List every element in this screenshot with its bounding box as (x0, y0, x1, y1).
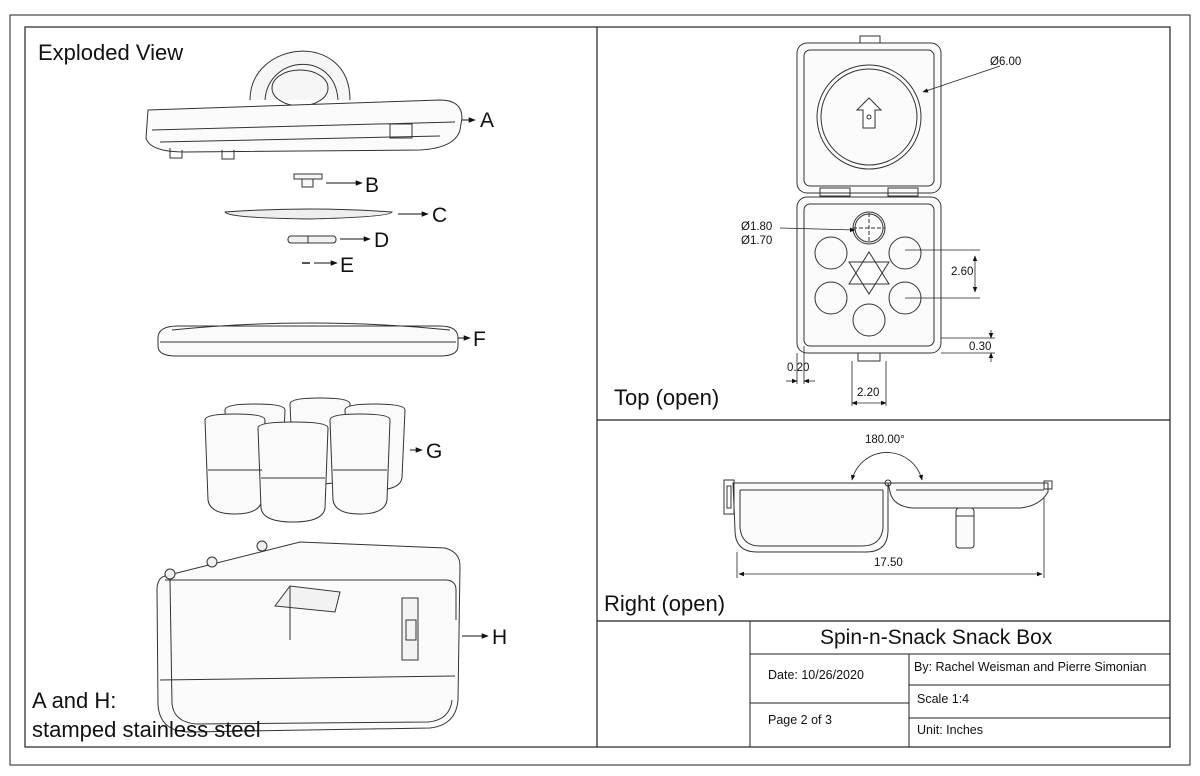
drawing-page-number: Page 2 of 3 (768, 713, 832, 727)
drawing-authors: By: Rachel Weisman and Pierre Simonian (914, 660, 1147, 674)
top-view-dimension-lines (779, 65, 1001, 406)
callout-b: B (365, 174, 380, 197)
part-d-washer (287, 235, 337, 244)
part-c-disc (224, 208, 393, 220)
part-g-cups (204, 397, 406, 523)
callout-a: A (480, 109, 495, 132)
dim-hole-inner: Ø1.70 (741, 235, 773, 247)
top-view-geometry (796, 35, 942, 362)
callout-h: H (492, 626, 508, 649)
material-note-line1: A and H: (32, 688, 117, 713)
right-view-title: Right (open) (604, 591, 726, 616)
drawing-unit: Unit: Inches (917, 723, 984, 737)
dim-hole-outer: Ø1.80 (741, 221, 773, 233)
callout-d: D (374, 229, 390, 252)
dim-edge-offset: 0.20 (787, 362, 810, 374)
exploded-view-title: Exploded View (38, 40, 184, 65)
part-e-clip (302, 262, 310, 264)
drawing-scale: Scale 1:4 (917, 692, 970, 706)
callout-e: E (340, 254, 355, 277)
dim-latch-width: 2.20 (857, 387, 880, 399)
callout-arrows (314, 117, 489, 639)
dim-vertical-spacing: 2.60 (951, 266, 974, 278)
dim-open-angle: 180.00° (865, 434, 905, 446)
dim-overall-length: 17.50 (874, 557, 903, 569)
material-note-line2: stamped stainless steel (32, 717, 261, 742)
part-h-box (156, 540, 461, 733)
top-view-title: Top (open) (614, 385, 720, 410)
title-block-grid (749, 620, 1171, 748)
right-view-geometry (723, 479, 1053, 553)
callout-f: F (473, 328, 486, 351)
callout-g: G (426, 440, 443, 463)
callout-c: C (432, 204, 448, 227)
part-b-pin (293, 173, 323, 188)
drawing-date: Date: 10/26/2020 (768, 668, 864, 682)
right-view-dimension-lines (736, 452, 1045, 578)
drawing-title: Spin-n-Snack Snack Box (820, 626, 1053, 649)
dim-latch-offset: 0.30 (969, 341, 992, 353)
part-f-tray (157, 322, 459, 357)
part-a-lid (145, 50, 463, 160)
dim-lid-diameter: Ø6.00 (990, 56, 1022, 68)
